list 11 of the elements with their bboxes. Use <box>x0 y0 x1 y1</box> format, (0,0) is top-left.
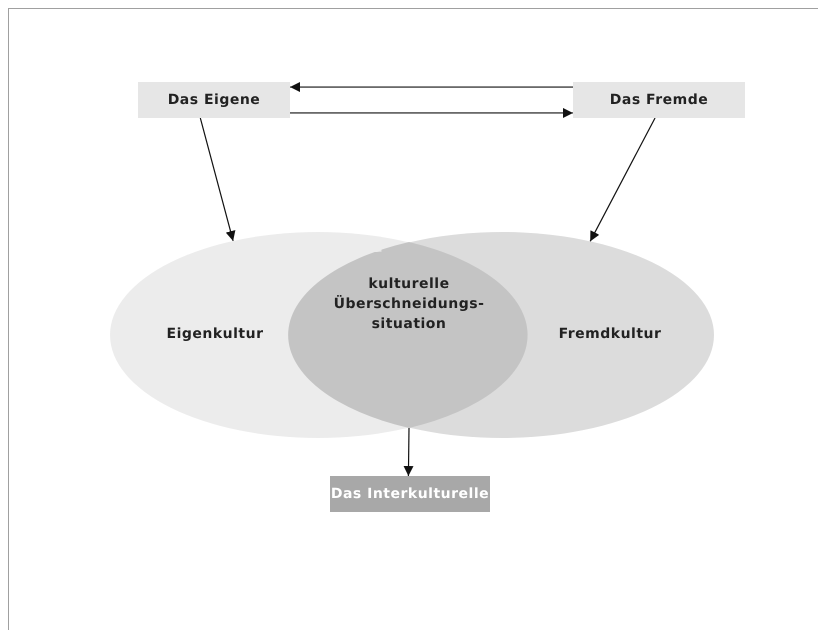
label-box: Das Eigene <box>138 82 290 118</box>
result-box: Das Interkulturelle <box>330 476 490 512</box>
arrow <box>200 118 236 242</box>
arrow <box>404 428 414 476</box>
node-label: Fremdkultur <box>558 325 662 344</box>
node-label: kulturelle Überschneidungs-situation <box>332 275 486 334</box>
arrow <box>290 108 573 118</box>
arrow <box>590 118 656 242</box>
arrow <box>290 82 573 92</box>
label-box: Das Fremde <box>573 82 745 118</box>
node-label: Eigenkultur <box>166 325 264 344</box>
